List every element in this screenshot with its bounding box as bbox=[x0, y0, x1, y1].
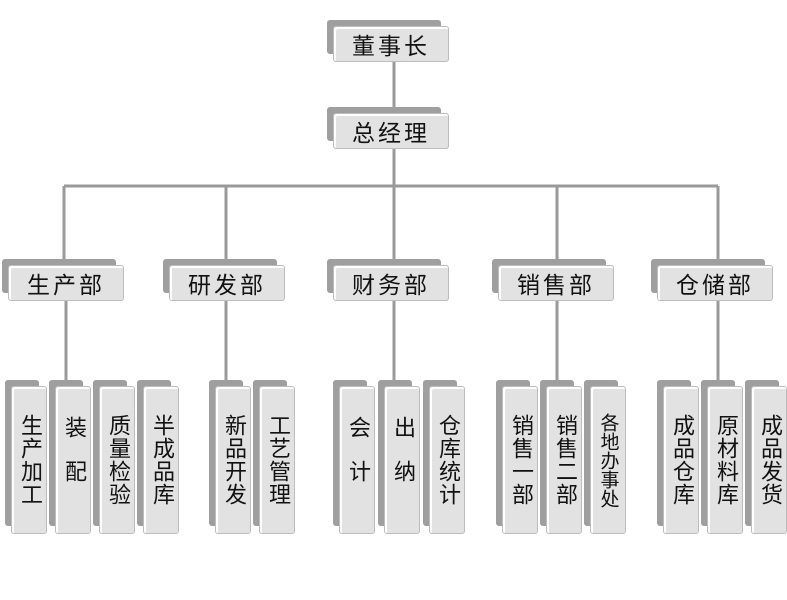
dept-label: 生产部 bbox=[27, 273, 105, 299]
unit-box: 销售一部 bbox=[496, 380, 538, 535]
dept-box-5: 仓储部 bbox=[651, 259, 773, 301]
unit-label: 出纳 bbox=[390, 416, 415, 504]
unit-label: 生产加工 bbox=[17, 414, 42, 506]
unit-box: 成品发货 bbox=[745, 380, 787, 535]
general-manager-box: 总经理 bbox=[327, 107, 449, 149]
unit-box: 仓库统计 bbox=[423, 380, 465, 535]
unit-label: 原材料库 bbox=[713, 414, 738, 506]
unit-box: 生产加工 bbox=[5, 380, 47, 535]
chairman-label: 董事长 bbox=[352, 34, 430, 60]
unit-box: 装配 bbox=[49, 380, 91, 535]
unit-label: 质量检验 bbox=[105, 414, 130, 506]
dept-box-1: 生产部 bbox=[2, 259, 124, 301]
unit-label: 会计 bbox=[345, 416, 370, 504]
unit-box: 新品开发 bbox=[209, 380, 251, 535]
unit-box: 销售二部 bbox=[540, 380, 582, 535]
unit-label: 半成品库 bbox=[149, 414, 174, 506]
dept-label: 销售部 bbox=[517, 273, 595, 299]
dept-box-3: 财务部 bbox=[327, 259, 449, 301]
general-manager-label: 总经理 bbox=[352, 121, 430, 147]
unit-box: 成品仓库 bbox=[657, 380, 699, 535]
unit-box: 各地办事处 bbox=[584, 380, 626, 535]
unit-box: 会计 bbox=[333, 380, 375, 535]
chairman-box: 董事长 bbox=[327, 20, 449, 62]
dept-box-4: 销售部 bbox=[492, 259, 614, 301]
unit-label: 成品发货 bbox=[757, 414, 782, 506]
dept-box-2: 研发部 bbox=[163, 259, 285, 301]
unit-label: 销售一部 bbox=[508, 414, 533, 506]
unit-label: 各地办事处 bbox=[597, 412, 620, 508]
unit-label: 销售二部 bbox=[552, 414, 577, 506]
unit-label: 新品开发 bbox=[221, 414, 246, 506]
unit-box: 半成品库 bbox=[137, 380, 179, 535]
unit-box: 出纳 bbox=[378, 380, 420, 535]
unit-label: 装配 bbox=[61, 416, 86, 504]
unit-box: 质量检验 bbox=[93, 380, 135, 535]
dept-label: 研发部 bbox=[188, 273, 266, 299]
dept-label: 财务部 bbox=[352, 273, 430, 299]
unit-label: 工艺管理 bbox=[265, 414, 290, 506]
unit-label: 仓库统计 bbox=[435, 414, 460, 506]
dept-label: 仓储部 bbox=[676, 273, 754, 299]
unit-label: 成品仓库 bbox=[669, 414, 694, 506]
unit-box: 原材料库 bbox=[701, 380, 743, 535]
unit-box: 工艺管理 bbox=[253, 380, 295, 535]
